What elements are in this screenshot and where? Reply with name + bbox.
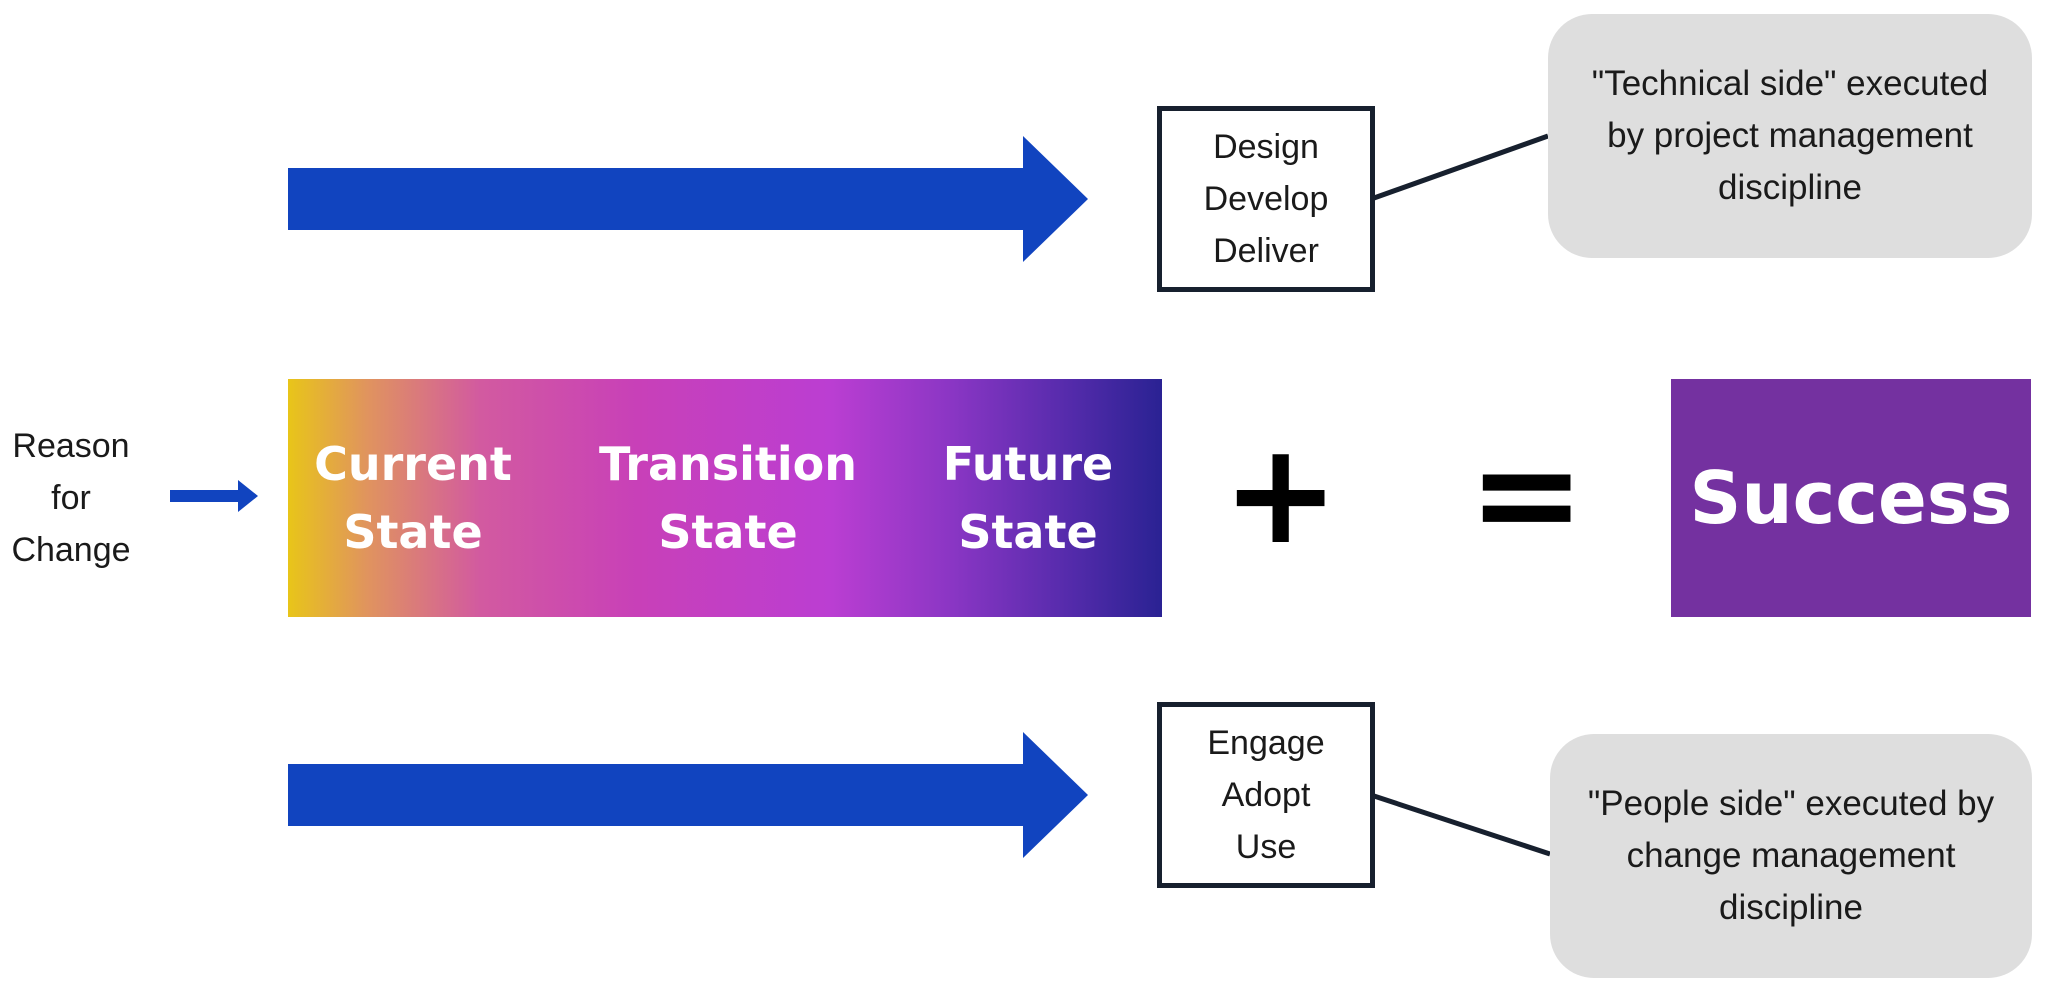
box-line-develop: Develop [1203,180,1329,218]
box-line-use: Use [1235,828,1297,866]
stage-line: Current [314,437,512,491]
box-line-adopt: Adopt [1221,776,1311,814]
callout-line: "People side" executed by [1587,784,1995,823]
technical-activities-box: Design Develop Deliver [1157,106,1375,292]
people-side-arrow [288,732,1088,858]
reason-line: for [51,479,91,517]
people-connector-line [1373,793,1551,857]
callout-line: "Technical side" executed [1591,64,1989,103]
stage-line: State [958,505,1098,559]
callout-line: discipline [1718,168,1862,207]
technical-side-callout: "Technical side" executed by project man… [1548,14,2032,258]
technical-connector-line [1373,133,1549,201]
people-side-callout: "People side" executed by change managem… [1550,734,2032,978]
callout-line: change management [1626,836,1956,875]
stage-transition-state: Transition State [588,379,868,617]
success-result-box: Success [1671,379,2031,617]
plus-symbol: + [1222,413,1340,576]
stage-line: State [658,505,798,559]
callout-line: by project management [1607,116,1973,155]
change-states-band: Current State Transition State Future St… [288,379,1162,617]
box-line-design: Design [1213,128,1319,166]
technical-side-arrow [288,136,1088,262]
stage-future-state: Future State [928,379,1128,617]
stage-current-state: Current State [298,379,528,617]
success-label: Success [1689,456,2013,540]
reason-line: Reason [12,427,130,465]
box-line-deliver: Deliver [1213,232,1319,270]
equals-symbol: = [1468,413,1586,576]
stage-line: Future [942,437,1114,491]
reason-line: Change [11,531,131,569]
people-activities-box: Engage Adopt Use [1157,702,1375,888]
box-line-engage: Engage [1207,724,1325,762]
stage-line: Transition [598,437,858,491]
reason-arrow [170,480,258,512]
stage-line: State [343,505,483,559]
callout-line: discipline [1719,888,1863,927]
reason-for-change-label: Reason for Change [0,420,142,576]
